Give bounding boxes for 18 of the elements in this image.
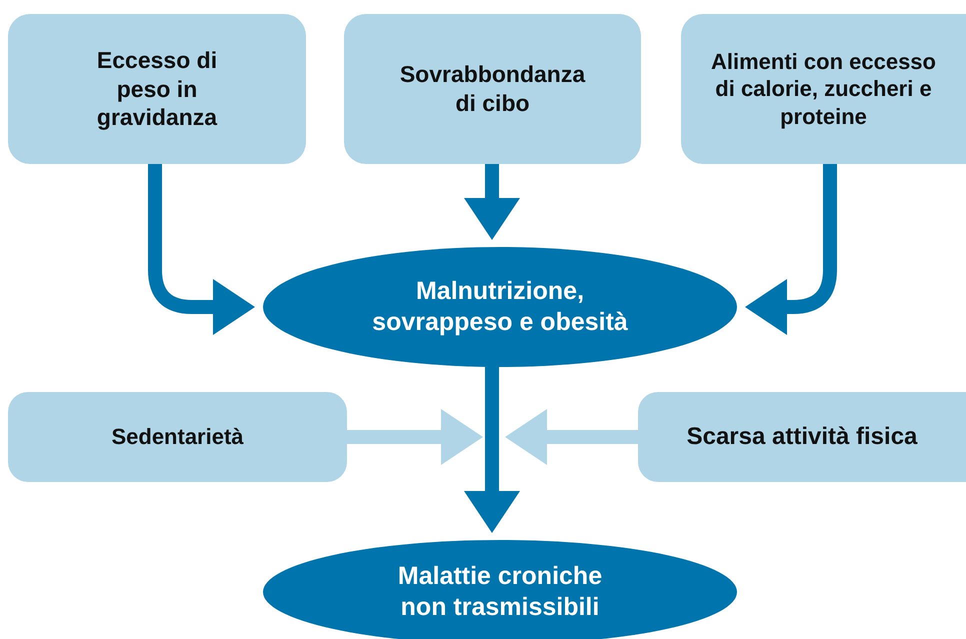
arrow bbox=[148, 164, 255, 335]
node-label: Eccesso di peso in gravidanza bbox=[96, 46, 218, 132]
arrow bbox=[464, 367, 520, 533]
rounded-box bbox=[344, 14, 641, 164]
rounded-box bbox=[681, 14, 966, 164]
node-label: Alimenti con eccesso di calorie, zuccheri e proteine bbox=[710, 48, 937, 130]
arrow bbox=[347, 409, 483, 465]
arrow bbox=[464, 164, 520, 240]
arrow bbox=[745, 164, 837, 335]
node-label: Scarsa attività fisica bbox=[686, 422, 918, 452]
arrow bbox=[505, 409, 638, 465]
rounded-box bbox=[638, 392, 966, 482]
rounded-box bbox=[8, 392, 347, 482]
rounded-box bbox=[8, 14, 306, 164]
node-label: Malattie croniche non trasmissibili bbox=[396, 560, 604, 623]
node-label: Sedentarietà bbox=[110, 423, 245, 451]
node-label: Malnutrizione, sovrappeso e obesità bbox=[371, 276, 629, 338]
node-label: Sovrabbondanza di cibo bbox=[398, 60, 586, 118]
